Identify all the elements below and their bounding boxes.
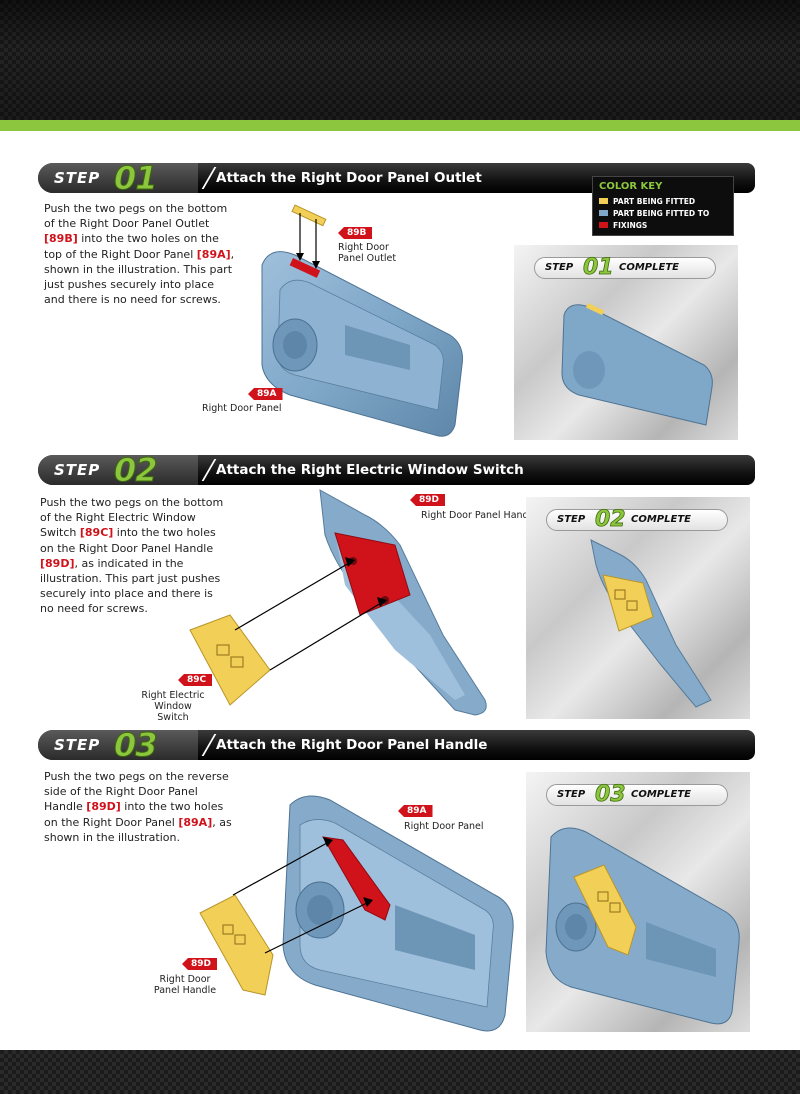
- footer-carbon-band: [0, 1050, 800, 1094]
- step-01-number: 01: [114, 159, 159, 198]
- part-ref: [89A]: [178, 815, 213, 829]
- swatch-red: [599, 222, 608, 228]
- color-key-item-fitted-to: PART BEING FITTED TO: [599, 207, 727, 219]
- part-ref: [89D]: [40, 556, 75, 570]
- label-tag-89a-step3: 89A: [398, 805, 433, 817]
- label-caption-89a: Right Door Panel: [202, 403, 282, 414]
- step-02-instructions: Push the two pegs on the bottom of the R…: [40, 496, 224, 616]
- header-carbon-band: [0, 0, 800, 120]
- step-03-instructions: Push the two pegs on the reverse side of…: [44, 770, 232, 844]
- label-caption-89d-step3: Right Door Panel Handle: [153, 974, 217, 996]
- step-02-title: Attach the Right Electric Window Switch: [216, 462, 524, 478]
- step-01-illustration: [261, 204, 463, 437]
- step-03-complete-badge: STEP 03 COMPLETE: [546, 782, 728, 807]
- handle-89d-fixing-area: [334, 532, 411, 616]
- step-03-complete-image: [545, 827, 740, 1025]
- color-key-item-fitted: PART BEING FITTED: [599, 195, 727, 207]
- label-tag-89b: 89B: [338, 227, 373, 239]
- color-key: COLOR KEY PART BEING FITTED PART BEING F…: [592, 176, 734, 236]
- step-01-title: Attach the Right Door Panel Outlet: [216, 170, 482, 186]
- part-ref: [89C]: [79, 526, 114, 540]
- step-02-word: STEP: [54, 461, 101, 479]
- label-tag-89a: 89A: [248, 388, 283, 400]
- label-caption-89d: Right Door Panel Handle: [421, 510, 538, 521]
- fixing-holes: [289, 258, 321, 278]
- label-caption-89a-step3: Right Door Panel: [404, 821, 484, 832]
- step-02-illustration: [189, 489, 487, 716]
- step-03-illustration: [199, 795, 514, 1032]
- part-ref: [89A]: [196, 247, 231, 261]
- step-01-word: STEP: [54, 169, 101, 187]
- color-key-title: COLOR KEY: [599, 181, 663, 192]
- label-tag-89c: 89C: [178, 674, 213, 686]
- panel-89a-fixing-area: [322, 836, 391, 921]
- step-02-number: 02: [114, 451, 159, 490]
- step-01-instructions: Push the two pegs on the bottom of the R…: [44, 202, 235, 307]
- step-03-title: Attach the Right Door Panel Handle: [216, 737, 488, 753]
- step-03-number: 03: [114, 726, 159, 765]
- step-02-complete-panel: STEP 02 COMPLETE: [526, 497, 750, 719]
- label-tag-89d: 89D: [410, 494, 445, 506]
- step-02-complete-image: [590, 539, 712, 708]
- label-caption-89c: Right Electric Window Switch: [141, 690, 205, 723]
- step-02-header: STEP 02 Attach the Right Electric Window…: [38, 451, 755, 490]
- step-01-complete-image: [561, 303, 713, 426]
- part-ref: [89D]: [86, 800, 121, 814]
- label-tag-89d-step3: 89D: [182, 958, 217, 970]
- step-02-complete-badge: STEP 02 COMPLETE: [546, 507, 728, 532]
- step-03-word: STEP: [54, 736, 101, 754]
- step-03-complete-panel: STEP 03 COMPLETE: [526, 772, 750, 1032]
- part-89d: [199, 894, 274, 996]
- step-01-complete-badge: STEP 01 COMPLETE: [534, 255, 716, 280]
- step-01-complete-panel: STEP 01 COMPLETE: [514, 245, 738, 440]
- part-89b: [291, 204, 327, 227]
- color-key-item-fixings: FIXINGS: [599, 219, 727, 231]
- swatch-yellow: [599, 198, 608, 204]
- header-green-stripe: [0, 120, 800, 131]
- step-03-header: STEP 03 Attach the Right Door Panel Hand…: [38, 726, 755, 765]
- label-caption-89b: Right Door Panel Outlet: [338, 242, 397, 264]
- swatch-blue: [599, 210, 608, 216]
- part-ref: [89B]: [44, 232, 78, 246]
